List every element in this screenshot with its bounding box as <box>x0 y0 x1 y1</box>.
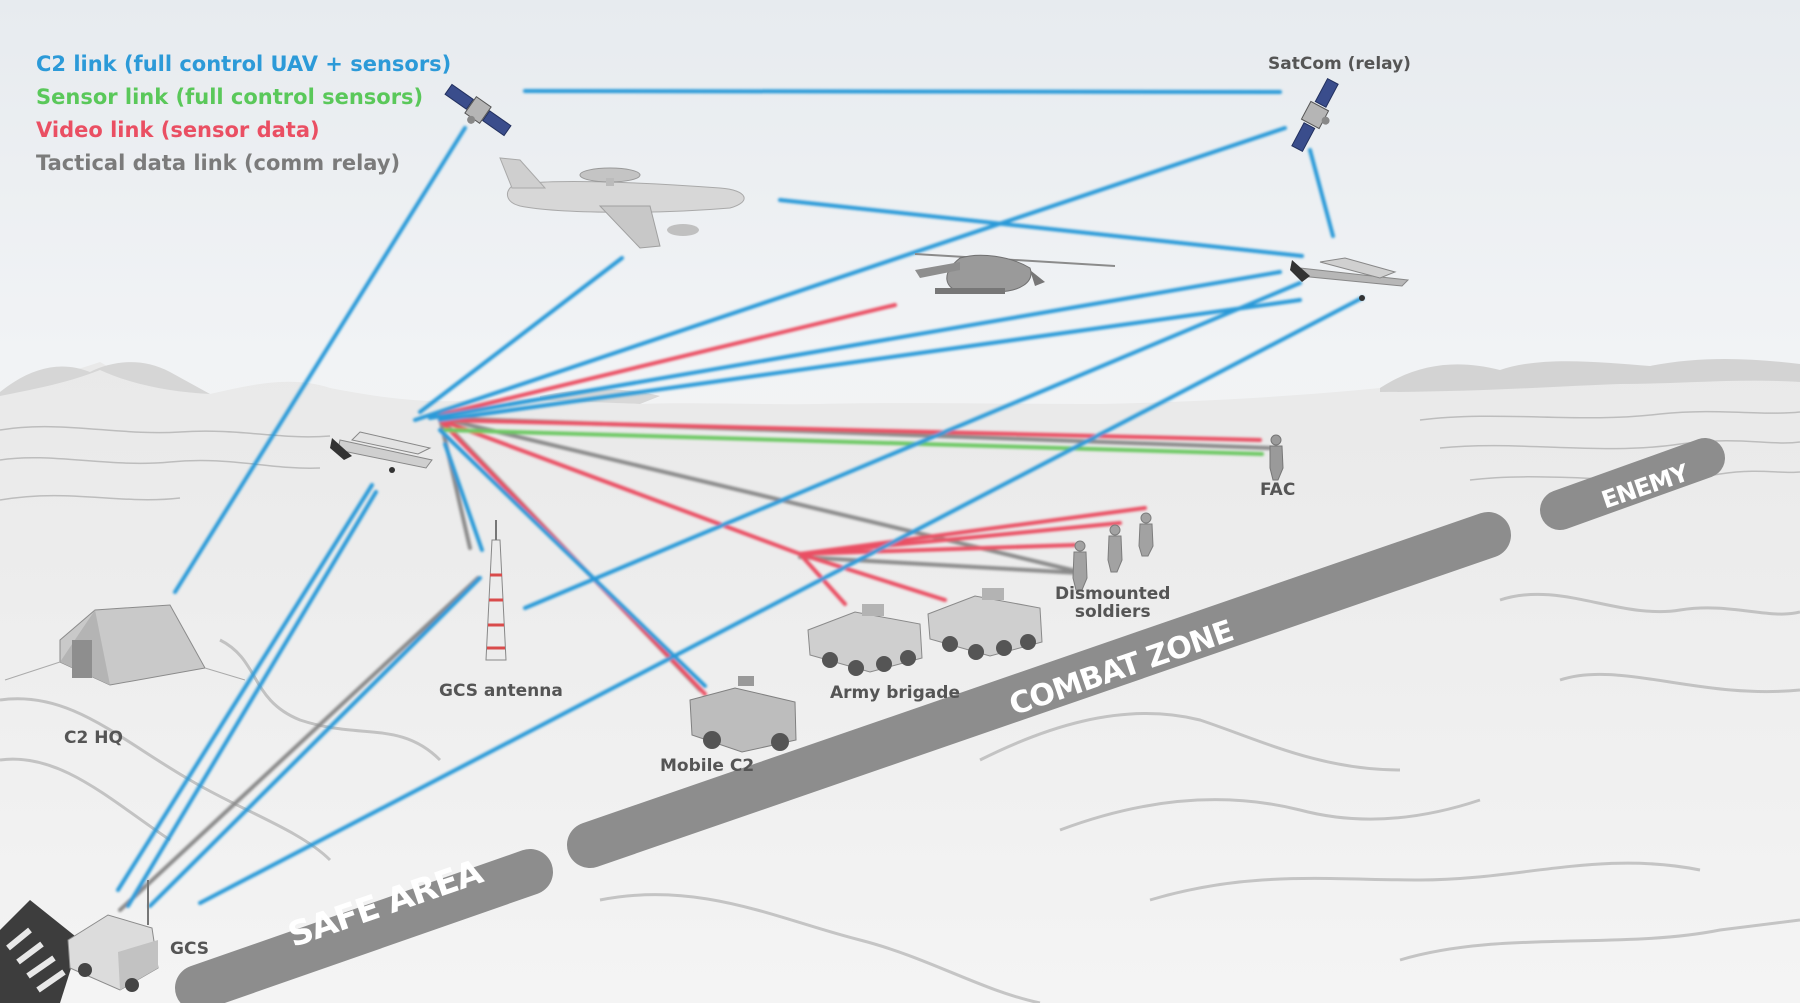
awacs-aircraft-icon <box>499 157 745 249</box>
mobile-c2-vehicle-icon <box>689 676 797 753</box>
satellite-left-icon <box>444 83 512 137</box>
fac-soldier-icon <box>1269 434 1284 481</box>
zone-bars <box>175 438 1725 1003</box>
satellite-right-icon <box>1291 77 1339 153</box>
data-links <box>116 89 1364 912</box>
label-satcom: SatCom (relay) <box>1268 54 1411 74</box>
legend: C2 link (full control UAV + sensors) Sen… <box>36 48 451 180</box>
terrain <box>0 359 1800 1003</box>
legend-c2: C2 link (full control UAV + sensors) <box>36 52 452 76</box>
helicopter-icon <box>914 253 1116 294</box>
label-dismounted-line2: soldiers <box>1074 602 1151 622</box>
c2-links <box>116 89 1364 908</box>
gcs-antenna-tower-icon <box>485 520 507 661</box>
zone-bar-safe <box>175 849 553 1003</box>
legend-tactical: Tactical data link (comm relay) <box>36 151 401 175</box>
legend-sensor: Sensor link (full control sensors) <box>36 85 424 109</box>
gcs-van-icon <box>0 880 159 1003</box>
uav-high-icon <box>1290 257 1410 301</box>
label-dismounted-soldiers: Dismounted soldiers <box>1055 585 1170 621</box>
uav-low-icon <box>330 431 433 473</box>
label-mobile-c2: Mobile C2 <box>660 756 755 776</box>
label-army-brigade: Army brigade <box>830 683 960 703</box>
label-dismounted-line1: Dismounted <box>1055 584 1171 604</box>
label-gcs-antenna: GCS antenna <box>439 681 563 701</box>
c2-hq-tent-icon <box>4 604 246 686</box>
label-gcs: GCS <box>170 939 209 959</box>
armored-vehicles-icon <box>807 588 1043 676</box>
zone-bar-enemy <box>1540 438 1725 530</box>
zone-bar-combat <box>567 512 1511 868</box>
sensor-links <box>443 428 1264 456</box>
dismounted-soldiers-icon <box>1072 512 1154 591</box>
label-fac: FAC <box>1260 480 1296 500</box>
label-c2-hq: C2 HQ <box>64 728 123 748</box>
legend-video: Video link (sensor data) <box>36 118 320 142</box>
